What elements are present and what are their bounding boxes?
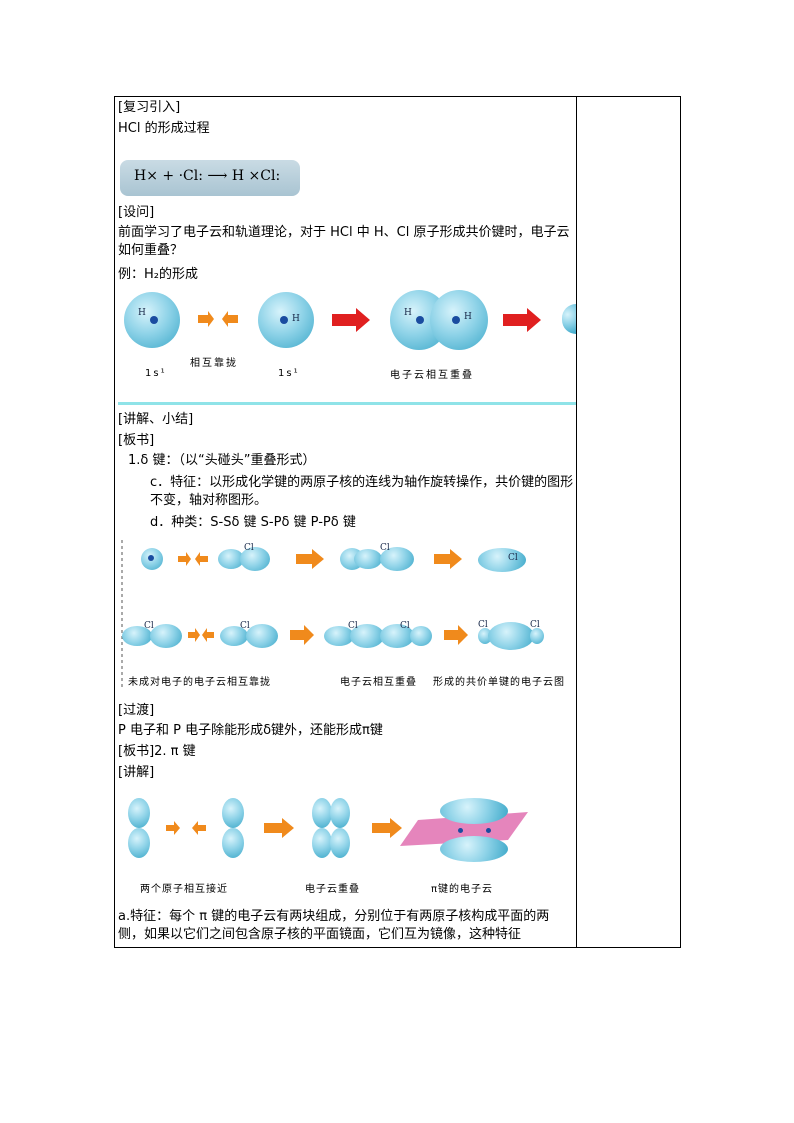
orange-arrow-icon-p3 <box>290 625 314 645</box>
table-frame <box>114 96 681 948</box>
h-label-1: H <box>138 308 146 318</box>
pp-lobe-2 <box>150 624 182 648</box>
orange-arrow-icon-p2 <box>202 628 214 642</box>
cl-label-9: Cl <box>530 620 540 630</box>
orange-arrow-icon-s2 <box>195 552 208 566</box>
pi-p-upper-1 <box>128 798 150 828</box>
cl-label-4: Cl <box>144 621 154 631</box>
cl-label-1: Cl <box>244 543 254 553</box>
cl-label-2: Cl <box>380 543 390 553</box>
cl-label-5: Cl <box>240 621 250 631</box>
pp-lobe-7 <box>380 624 414 648</box>
pi-overlap-ll <box>312 828 332 858</box>
pi-cloud-lower <box>440 836 508 862</box>
formula-box <box>120 160 300 196</box>
orange-arrow-right-icon <box>198 311 214 327</box>
h2-caption-1: 1s¹ <box>145 368 167 379</box>
orange-arrow-icon-pi2 <box>192 821 206 835</box>
pp-lobe-5 <box>324 626 354 646</box>
h2-label-2: H <box>464 312 472 322</box>
pi-nucleus-2 <box>486 828 491 833</box>
sigma-caption-2: 电子云相互重叠 <box>340 677 417 688</box>
pi-cloud-upper <box>440 798 508 824</box>
hcl-formula: H× + ·Cl: ⟶ H ×Cl: <box>134 168 281 184</box>
red-arrow-icon-1 <box>332 308 370 332</box>
pi-caption-3: π键的电子云 <box>431 884 494 895</box>
section-separator <box>118 402 576 405</box>
pi-overlap-ur <box>330 798 350 828</box>
h2-caption-2: 相互靠拢 <box>190 358 238 369</box>
pi-feature: a.特征：每个 π 键的电子云有两块组成，分别位于有两原子核构成平面的两侧，如果… <box>118 909 550 942</box>
sigma-header-2: [板书] <box>118 433 155 448</box>
pi-header-1: [过渡] <box>118 703 155 718</box>
review-header: [复习引入] <box>118 100 181 115</box>
pi-p-lower-1 <box>128 828 150 858</box>
pp-lobe-1 <box>122 626 152 646</box>
cl-label-7: Cl <box>400 621 410 631</box>
h2-caption-3: 1s¹ <box>278 368 300 379</box>
question-header: [设问] <box>118 205 155 220</box>
pp-lobe-10 <box>530 628 544 644</box>
column-divider <box>576 96 577 948</box>
pi-line-1: P 电子和 P 电子除能形成δ键外，还能形成π键 <box>118 723 383 738</box>
pi-overlap-ul <box>312 798 332 828</box>
orange-arrow-icon-s1 <box>178 552 191 566</box>
h2-caption-4: 电子云相互重叠 <box>390 370 474 381</box>
hcl-title: HCl 的形成过程 <box>118 121 210 136</box>
p-lobe-2b <box>380 547 414 571</box>
h-nucleus-1 <box>150 316 158 324</box>
pi-caption-1: 两个原子相互接近 <box>140 884 228 895</box>
orange-arrow-icon-pi4 <box>372 818 402 838</box>
sigma-bond-cloud-2 <box>488 622 534 650</box>
h2-cloud-cropped <box>562 304 576 334</box>
pi-caption-2: 电子云重叠 <box>305 884 360 895</box>
pi-overlap-lr <box>330 828 350 858</box>
h2-nucleus-2 <box>452 316 460 324</box>
sigma-caption-1: 未成对电子的电子云相互靠拢 <box>128 677 271 688</box>
cl-label-8: Cl <box>478 620 488 630</box>
orange-arrow-icon-s3 <box>296 549 324 569</box>
pp-lobe-4 <box>246 624 278 648</box>
pi-line-2: [板书]2. π 键 <box>118 744 196 759</box>
red-arrow-icon-2 <box>503 308 541 332</box>
pi-p-upper-2 <box>222 798 244 828</box>
orange-arrow-icon-pi3 <box>264 818 294 838</box>
orange-arrow-icon-p4 <box>444 625 468 645</box>
sigma-item-d: d．种类：S-Sδ 键 S-Pδ 键 P-Pδ 键 <box>150 515 356 530</box>
h2-label-1: H <box>404 308 412 318</box>
h2-nucleus-1 <box>416 316 424 324</box>
orange-arrow-icon-p1 <box>188 628 200 642</box>
h-label-2: H <box>292 314 300 324</box>
p-lobe-2a <box>354 549 382 569</box>
pi-p-lower-2 <box>222 828 244 858</box>
s-nucleus-1 <box>148 555 154 561</box>
sigma-header-1: [讲解、小结] <box>118 412 194 427</box>
cl-label-3: Cl <box>508 553 518 563</box>
pp-lobe-3 <box>220 626 248 646</box>
sigma-bond-cloud-1 <box>478 548 526 572</box>
cl-label-6: Cl <box>348 621 358 631</box>
p-lobe-1b <box>240 547 270 571</box>
orange-arrow-icon-s4 <box>434 549 462 569</box>
pp-lobe-8 <box>410 626 432 646</box>
orange-arrow-icon-pi1 <box>166 821 180 835</box>
pi-header-3: [讲解] <box>118 765 155 780</box>
example-text: 例：H₂的形成 <box>118 267 198 282</box>
sigma-item-c: c．特征：以形成化学键的两原子核的连线为轴作旋转操作，共价键的图形不变，轴对称图… <box>150 475 574 508</box>
question-text: 前面学习了电子云和轨道理论，对于 HCl 中 H、Cl 原子形成共价键时，电子云… <box>118 225 570 258</box>
h-nucleus-2 <box>280 316 288 324</box>
pp-lobe-6 <box>350 624 384 648</box>
pi-nucleus-1 <box>458 828 463 833</box>
p-lobe-1a <box>218 549 244 569</box>
orange-arrow-left-icon <box>222 311 238 327</box>
sigma-item-1: 1.δ 键：（以“头碰头”重叠形式） <box>128 453 316 468</box>
sigma-caption-3: 形成的共价单键的电子云图 <box>433 677 565 688</box>
